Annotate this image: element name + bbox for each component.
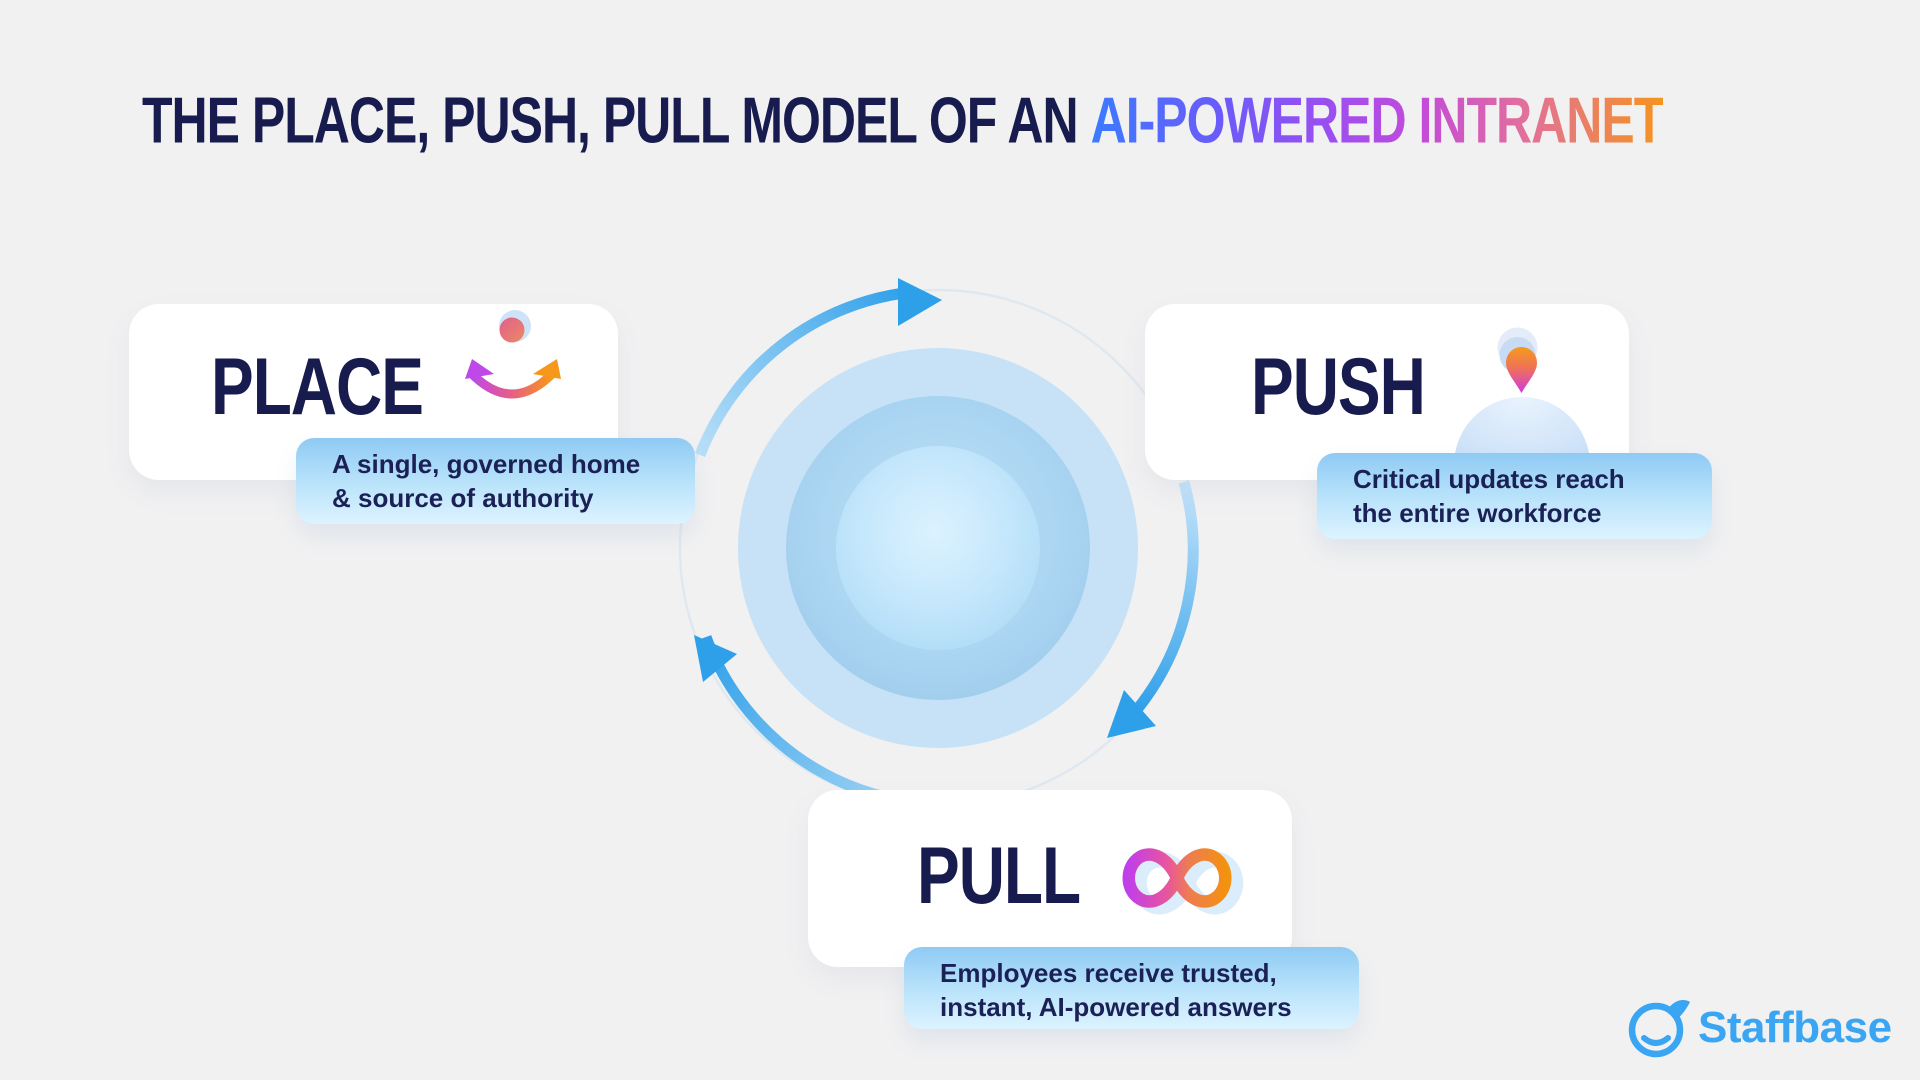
staffbase-logo: Staffbase (1626, 996, 1892, 1060)
caption-place-line2: & source of authority (332, 483, 594, 513)
infinity-icon (1122, 848, 1244, 915)
cycle-arrow-right-head (1107, 690, 1156, 738)
caption-push: Critical updates reach the entire workfo… (1317, 453, 1712, 539)
caption-pull-line2: instant, AI-powered answers (940, 992, 1292, 1022)
cycle-arrow-left-arc (700, 635, 896, 805)
page-title-gradient: AI-POWERED INTRANET (1090, 84, 1665, 157)
location-pin-icon (1497, 327, 1538, 393)
caption-pull: Employees receive trusted, instant, AI-p… (904, 947, 1359, 1029)
cycle-arrow-top-arc (694, 286, 913, 457)
staffbase-logo-text: Staffbase (1698, 1003, 1892, 1052)
inner-circle (836, 446, 1040, 650)
caption-place-line1: A single, governed home (332, 449, 641, 479)
caption-pull-line1: Employees receive trusted, (940, 958, 1277, 988)
card-push-label: PUSH (1251, 340, 1426, 432)
cycle-arrow-top-head (898, 278, 942, 326)
card-push: PUSH (1145, 304, 1629, 480)
card-pull-label: PULL (917, 829, 1081, 921)
cycle-diagram (678, 278, 1199, 808)
anchor-icon (465, 310, 561, 400)
card-place: PLACE (129, 304, 618, 480)
card-place-label: PLACE (211, 340, 424, 432)
caption-push-line2: the entire workforce (1353, 498, 1602, 528)
card-pull: PULL (808, 790, 1292, 967)
page-title-dark: THE PLACE, PUSH, PULL MODEL OF AN (142, 84, 1079, 157)
caption-place: A single, governed home & source of auth… (296, 438, 695, 524)
caption-push-line1: Critical updates reach (1353, 464, 1625, 494)
cycle-arrow-left-head (694, 635, 737, 682)
cycle-arrow-right-arc (1130, 480, 1199, 716)
staffbase-logo-icon (1628, 1000, 1690, 1058)
